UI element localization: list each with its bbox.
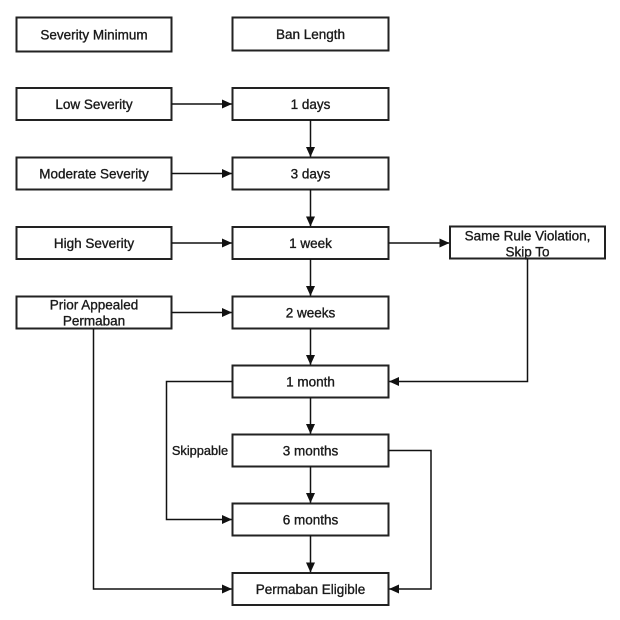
svg-text:Prior Appealed: Prior Appealed — [50, 297, 139, 312]
svg-text:Moderate Severity: Moderate Severity — [39, 166, 149, 181]
svg-text:Permaban Eligible: Permaban Eligible — [256, 582, 366, 597]
svg-text:6 months: 6 months — [283, 512, 339, 527]
svg-text:1 days: 1 days — [291, 97, 331, 112]
svg-text:Ban Length: Ban Length — [276, 27, 345, 42]
svg-text:Skippable: Skippable — [172, 443, 228, 458]
svg-text:3 days: 3 days — [291, 166, 331, 181]
svg-text:Low Severity: Low Severity — [55, 97, 133, 112]
svg-text:Severity Minimum: Severity Minimum — [40, 28, 147, 43]
svg-text:Permaban: Permaban — [63, 313, 125, 328]
svg-text:2 weeks: 2 weeks — [286, 305, 336, 320]
svg-text:Skip To: Skip To — [505, 244, 549, 259]
svg-text:3 months: 3 months — [283, 443, 339, 458]
svg-text:1 week: 1 week — [289, 236, 332, 251]
svg-text:Same Rule Violation,: Same Rule Violation, — [465, 228, 591, 243]
svg-text:1 month: 1 month — [286, 374, 335, 389]
svg-text:High Severity: High Severity — [54, 236, 135, 251]
